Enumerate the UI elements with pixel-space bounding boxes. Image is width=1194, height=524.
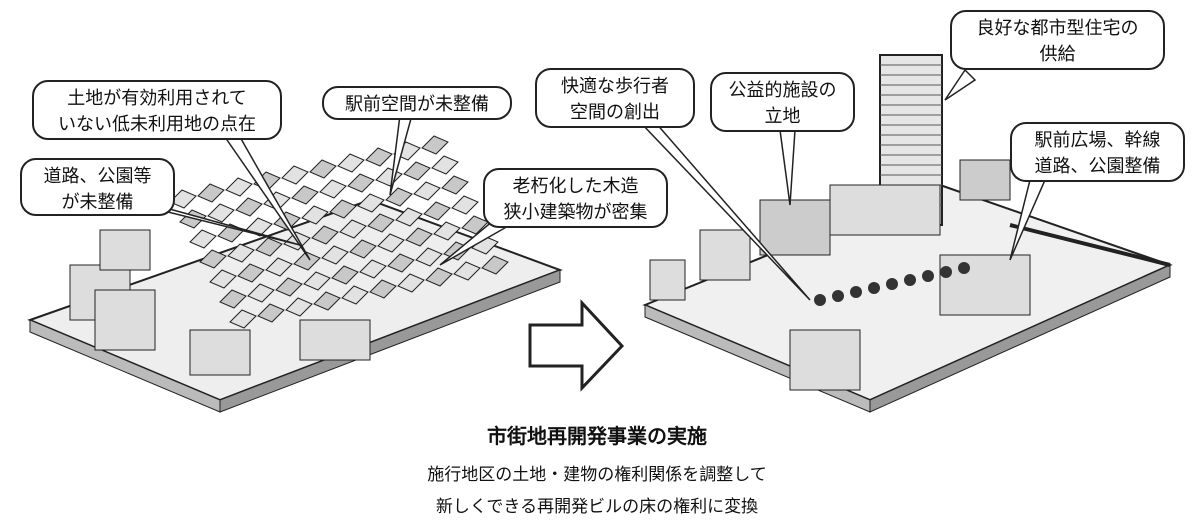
wooden-house-roof	[329, 199, 357, 219]
tree	[868, 282, 880, 294]
wooden-house-roof	[227, 243, 255, 263]
tree	[940, 266, 952, 278]
label-roads-parks-undeveloped: 道路、公園等 が未整備	[20, 158, 175, 216]
wooden-house-roof	[229, 309, 257, 329]
label-old-wooden-buildings: 老朽化した木造 狭小建築物が密集	[483, 168, 668, 228]
wooden-house-roof	[425, 267, 453, 287]
caption-line-2: 新しくできる再開発ビルの床の権利に変換	[435, 497, 759, 517]
wooden-house-roof	[375, 167, 403, 187]
wooden-house-roof	[255, 237, 283, 257]
caption-title: 市街地再開発事業の実施	[487, 424, 707, 448]
wooden-house-roof	[281, 165, 309, 185]
wooden-house-roof	[359, 259, 387, 279]
wooden-house-roof	[313, 291, 341, 311]
wooden-house-roof	[237, 263, 265, 283]
wooden-house-roof	[339, 219, 367, 239]
apartment-blocks-left	[69, 229, 371, 376]
wooden-house-roof	[285, 297, 313, 317]
tree	[814, 294, 826, 306]
transformation-arrow	[528, 299, 625, 392]
wooden-house-roof	[405, 227, 433, 247]
wooden-house-roof	[453, 261, 481, 281]
callout-pointers	[139, 68, 1047, 301]
tree	[904, 274, 916, 286]
label-station-plaza: 駅前広場、幹線 道路、公園整備	[1010, 122, 1185, 182]
wooden-house-roof	[189, 229, 217, 249]
wooden-house-roof	[197, 183, 225, 203]
highrise-floor-lines	[880, 64, 942, 206]
wooden-house-roof	[415, 247, 443, 267]
wooden-house-roof	[481, 255, 509, 275]
wooden-house-roof	[423, 201, 451, 221]
wooden-house-roof	[225, 177, 253, 197]
wooden-house-roof	[303, 271, 331, 291]
wooden-house-roof	[413, 181, 441, 201]
wooden-house-roof	[311, 225, 339, 245]
wooden-house-roof	[247, 283, 275, 303]
wooden-house-roof	[385, 187, 413, 207]
tree	[886, 278, 898, 290]
wooden-house-roof	[387, 253, 415, 273]
wooden-house-roof	[421, 135, 449, 155]
wooden-house-roof	[331, 265, 359, 285]
wooden-house-roof	[441, 175, 469, 195]
wooden-house-roof	[199, 249, 227, 269]
wooden-house-roof	[265, 257, 293, 277]
label-station-space-undeveloped: 駅前空間が未整備	[322, 86, 512, 120]
wooden-house-roof	[431, 155, 459, 175]
wooden-house-roof	[433, 221, 461, 241]
caption-line-1: 施行地区の土地・建物の権利関係を調整して	[427, 465, 767, 485]
wooden-house-roof	[257, 303, 285, 323]
wooden-house-roof	[403, 161, 431, 181]
wooden-house-roof	[337, 153, 365, 173]
tree	[850, 286, 862, 298]
label-public-facility: 公益的施設の 立地	[710, 72, 855, 132]
wooden-house-roof	[369, 279, 397, 299]
street-trees	[814, 262, 970, 306]
wooden-house-roof	[291, 185, 319, 205]
wooden-house-roof	[395, 207, 423, 227]
wooden-house-roof	[365, 147, 393, 167]
wooden-house-roof	[219, 289, 247, 309]
wooden-house-roof	[357, 193, 385, 213]
tree	[832, 290, 844, 302]
wooden-house-roof	[349, 239, 377, 259]
tree	[922, 270, 934, 282]
wooden-house-roof	[301, 205, 329, 225]
wooden-house-roof	[341, 285, 369, 305]
wooden-house-roof	[309, 159, 337, 179]
wooden-house-roof	[275, 277, 303, 297]
wooden-house-roof	[377, 233, 405, 253]
wooden-house-roof	[451, 195, 479, 215]
wooden-house-roof	[293, 251, 321, 271]
label-pedestrian-space: 快適な歩行者 空間の創出	[535, 68, 695, 128]
wooden-house-roof	[397, 273, 425, 293]
wooden-house-roof	[235, 197, 263, 217]
wooden-house-roof	[347, 173, 375, 193]
wooden-house-roof	[321, 245, 349, 265]
wooden-house-roof	[209, 269, 237, 289]
wooden-house-roof	[169, 189, 197, 209]
label-underused-land: 土地が有効利用されて いない低未利用地の点在	[32, 80, 282, 140]
label-urban-housing: 良好な都市型住宅の 供給	[950, 10, 1165, 70]
after-district-illustration	[642, 54, 1173, 413]
wooden-house-roof	[367, 213, 395, 233]
wooden-house-roof	[319, 179, 347, 199]
wooden-house-roof	[207, 203, 235, 223]
tree	[958, 262, 970, 274]
